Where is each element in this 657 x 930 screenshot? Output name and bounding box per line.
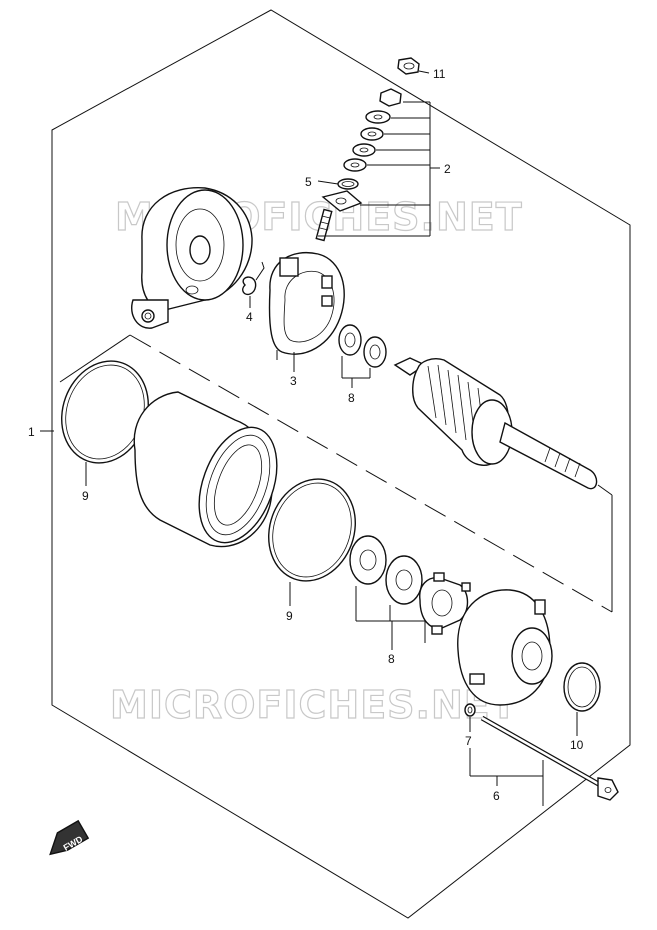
callout-5: 5 (305, 175, 312, 189)
part-2-leader (318, 101, 440, 237)
part-10-o-ring (563, 662, 601, 712)
fwd-arrow-icon: FWD (49, 819, 90, 856)
dash-line-3 (597, 484, 613, 496)
part-7-washer (464, 703, 476, 717)
callout-4: 4 (246, 310, 253, 324)
dash-line-2 (59, 334, 131, 383)
tab-lock-washer (419, 572, 471, 635)
callout-10: 10 (570, 738, 584, 752)
part-5-leader (317, 180, 339, 185)
terminal-bolt (315, 190, 363, 242)
part-8-upper-washers (338, 324, 387, 388)
part-2-terminal-hardware (343, 88, 402, 172)
callout-11: 11 (433, 67, 446, 81)
part-4-spring (242, 261, 265, 296)
front-end-cover (457, 589, 553, 706)
rear-end-cover (131, 187, 253, 329)
callout-9-left: 9 (82, 489, 89, 503)
part-9-right-o-ring (268, 478, 356, 582)
part-5-o-ring (337, 178, 359, 190)
callout-8-lower: 8 (388, 652, 395, 666)
yoke-housing (133, 391, 278, 548)
part-6-through-bolt (480, 715, 619, 801)
watermark-bottom: MICROFICHES.NET (110, 683, 518, 727)
callout-1: 1 (28, 425, 35, 439)
callout-7: 7 (465, 734, 472, 748)
part-11-leader (418, 70, 430, 74)
callout-9-right: 9 (286, 609, 293, 623)
callout-8-upper: 8 (348, 391, 355, 405)
callout-6: 6 (493, 789, 500, 803)
callout-2: 2 (444, 162, 451, 176)
part-11-nut (397, 57, 420, 75)
part-8-lower-washers (349, 535, 426, 650)
part-3-brush-holder (268, 252, 345, 360)
callout-3: 3 (290, 374, 297, 388)
assembly-frame (51, 9, 631, 919)
armature (393, 357, 598, 490)
dash-line-1 (129, 334, 613, 613)
